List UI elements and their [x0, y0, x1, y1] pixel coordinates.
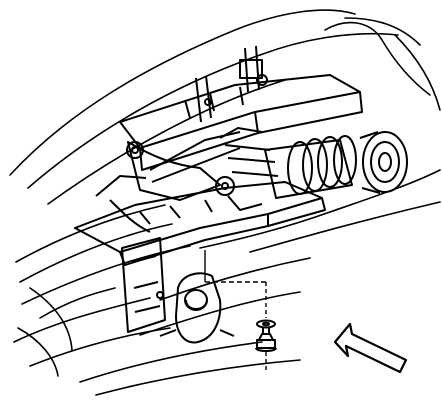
suspension-arm [95, 131, 241, 233]
crossmember [74, 181, 326, 266]
vehicle-body-outline [9, 9, 441, 396]
leader-lines [204, 250, 267, 372]
fastener-bolt [255, 328, 277, 352]
mount-bracket [121, 237, 166, 333]
fastener-washer [256, 319, 276, 329]
bushing [159, 272, 235, 344]
strut-spring-assembly [219, 127, 357, 199]
wheel-hub [359, 131, 408, 194]
direction-arrow [333, 322, 408, 374]
